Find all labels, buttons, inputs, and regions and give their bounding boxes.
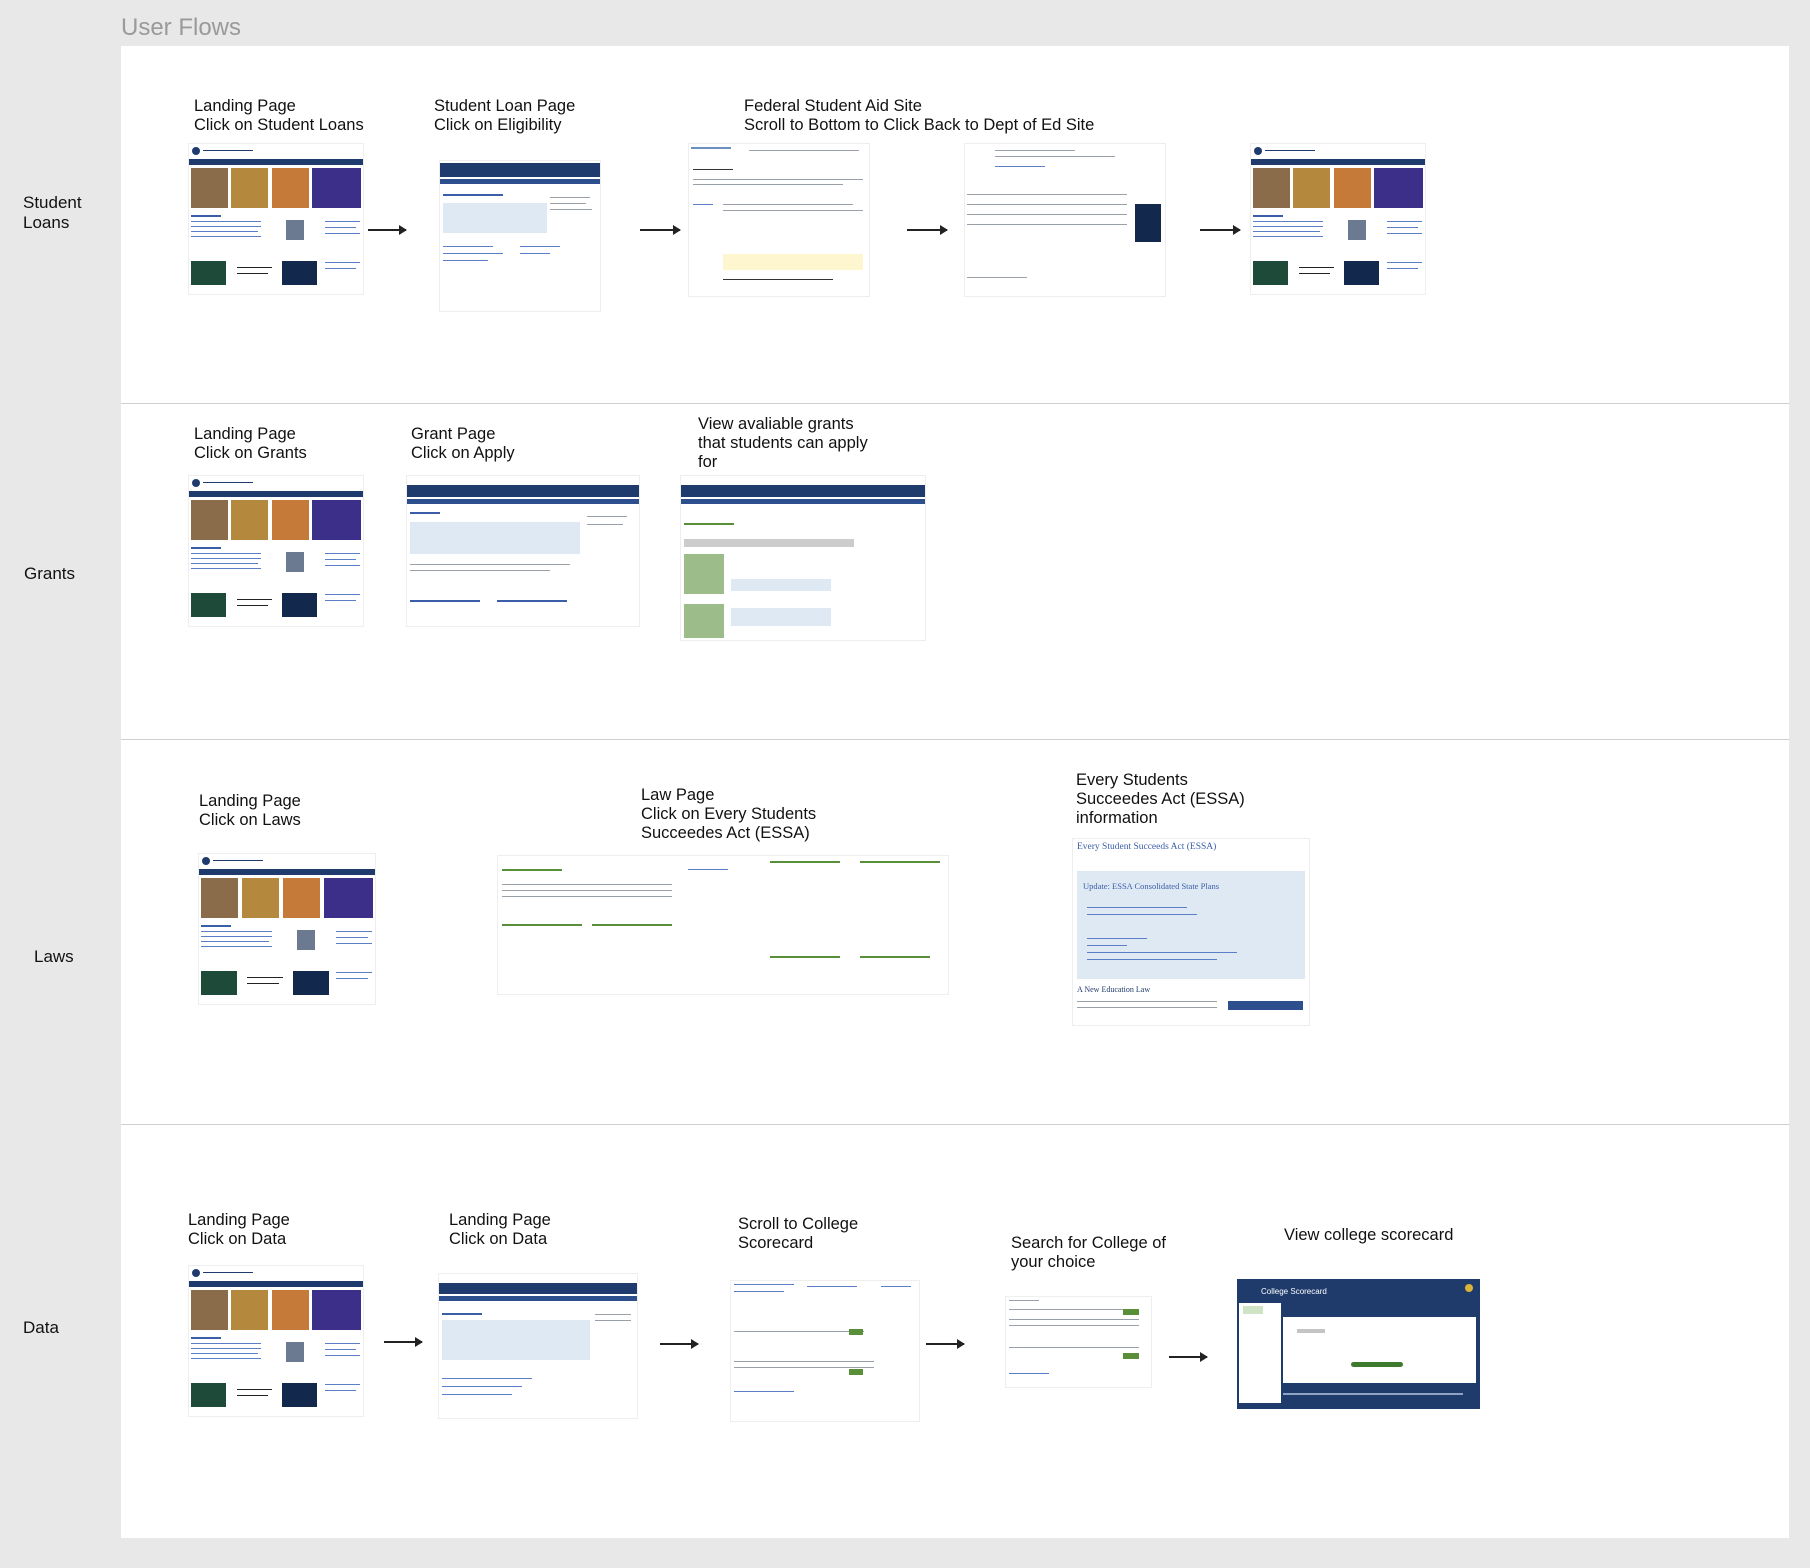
flow-arrow [926, 1339, 965, 1349]
step-label: Landing Page Click on Data [449, 1211, 551, 1248]
step-label: Search for College of your choice [1011, 1234, 1167, 1271]
step-label: Student Loan Page Click on Eligibility [434, 97, 576, 134]
federal-student-aid-thumbnail[interactable] [688, 143, 870, 297]
landing-page-thumbnail[interactable] [188, 1265, 364, 1417]
row-label-data: Data [23, 1318, 59, 1337]
step-label: Scroll to College Scorecard [738, 1215, 859, 1252]
step-label: View avaliable grants that students can … [698, 415, 868, 471]
step-label: Landing Page Click on Laws [199, 792, 301, 829]
landing-page-thumbnail[interactable] [1250, 143, 1426, 295]
landing-page-thumbnail[interactable] [188, 143, 364, 295]
college-scorecard-thumbnail[interactable]: College Scorecard [1237, 1279, 1480, 1409]
flow-board [121, 46, 1789, 1538]
landing-page-thumbnail[interactable] [188, 475, 364, 627]
row-label-laws: Laws [34, 947, 74, 966]
data-scroll-thumbnail[interactable] [730, 1280, 920, 1422]
step-label: Landing Page Click on Grants [194, 425, 307, 462]
row-divider [121, 1124, 1789, 1125]
row-label-grants: Grants [24, 564, 76, 583]
step-label: Landing Page Click on Student Loans [194, 97, 364, 134]
landing-page-thumbnail[interactable] [198, 853, 376, 1005]
flow-arrow [1200, 225, 1241, 235]
flow-arrow [640, 225, 681, 235]
scorecard-title: College Scorecard [1261, 1287, 1327, 1296]
step-label: Landing Page Click on Data [188, 1211, 290, 1248]
essa-update-heading: Update: ESSA Consolidated State Plans [1083, 881, 1219, 891]
step-label: Grant Page Click on Apply [411, 425, 515, 462]
laws-guidance-thumbnail[interactable] [497, 855, 949, 995]
college-search-thumbnail[interactable] [1005, 1296, 1152, 1388]
essa-thumbnail[interactable]: Every Student Succeeds Act (ESSA) Update… [1072, 838, 1310, 1026]
step-label: Federal Student Aid Site Scroll to Botto… [744, 97, 1095, 134]
flow-arrow [368, 225, 407, 235]
board-title: User Flows [121, 14, 242, 41]
row-divider [121, 739, 1789, 740]
step-label: View college scorecard [1284, 1226, 1454, 1244]
step-label: Every Students Succeedes Act (ESSA) info… [1076, 771, 1245, 827]
step-label: Law Page Click on Every Students Succeed… [641, 786, 817, 842]
flow-arrow [1169, 1352, 1208, 1362]
row-label-student-loans: Student Loans [23, 193, 82, 232]
grant-page-thumbnail[interactable] [406, 475, 640, 627]
federal-student-aid-footer-thumbnail[interactable] [964, 143, 1166, 297]
essa-new-law-heading: A New Education Law [1077, 985, 1151, 994]
data-statistics-thumbnail[interactable] [438, 1273, 638, 1419]
flow-arrow [660, 1339, 699, 1349]
essa-title: Every Student Succeeds Act (ESSA) [1077, 842, 1217, 852]
flow-arrow [907, 225, 948, 235]
student-loan-page-thumbnail[interactable] [439, 160, 601, 312]
apply-for-grant-thumbnail[interactable] [680, 475, 926, 641]
flow-arrow [384, 1337, 423, 1347]
row-divider [121, 403, 1789, 404]
